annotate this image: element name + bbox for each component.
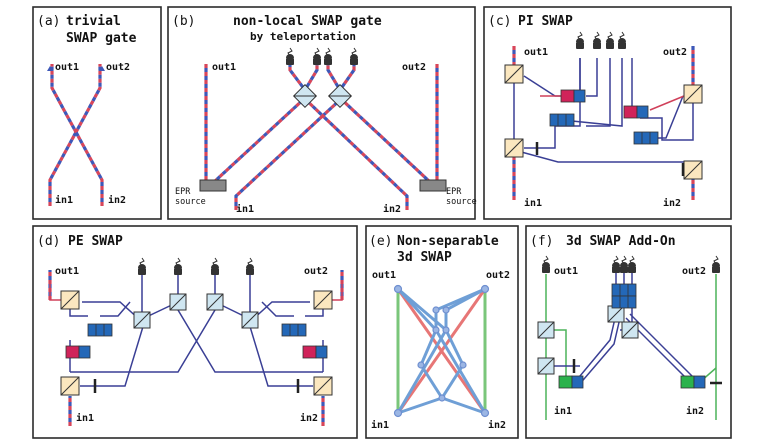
panel-e-out1-label: out1	[372, 270, 396, 281]
panel-d-waveplate-left-red	[65, 345, 91, 359]
panel-f-tag: (f)	[530, 234, 553, 249]
panel-c-out2-label: out2	[663, 47, 687, 58]
panel-c-in2-label: in2	[663, 197, 681, 209]
panel-c-splitter-out2	[683, 84, 703, 104]
panel-f-splitter-blue-2	[537, 357, 555, 375]
panel-d-frame	[32, 225, 358, 439]
panel-f-waveplate-top-1	[611, 283, 637, 297]
panel-f-splitter-blue-4	[621, 321, 639, 339]
panel-c-waveplate-4	[633, 131, 659, 145]
panel-b-in2-label: in2	[383, 203, 401, 215]
panel-a-out2-label: out2	[106, 62, 130, 73]
panel-a-fiber-2	[50, 64, 104, 206]
panel-a-in1-label: in1	[55, 194, 73, 206]
panel-c-title: PI SWAP	[518, 14, 573, 29]
panel-b-out2-label: out2	[402, 62, 426, 73]
panel-d-splitter-blue-2	[169, 293, 187, 311]
panel-a-title-line2: SWAP gate	[66, 31, 137, 46]
panel-e: (e) Non-separable 3d SWAP out1 out2 in1 …	[365, 225, 519, 439]
panel-f-waveplate-green-right	[680, 375, 706, 389]
panel-f-title: 3d SWAP Add-On	[566, 234, 676, 249]
panel-e-title-line2: 3d SWAP	[397, 250, 452, 265]
panel-b-title-line2: by teleportation	[250, 30, 356, 43]
panel-d-splitter-blue-1	[133, 311, 151, 329]
panel-f: (f) 3d SWAP Add-On out1 out2 in1 in2	[525, 225, 732, 439]
panel-b-tag: (b)	[172, 14, 195, 29]
panel-c: (c) PI SWAP out1 out2 in1 in2	[483, 6, 732, 220]
panel-a-out1-label: out1	[55, 62, 79, 73]
panel-b-epr-left-line2: source	[175, 197, 206, 207]
panel-c-splitter-in1	[504, 138, 524, 158]
panel-d-waveplate-right-red	[302, 345, 328, 359]
panel-d-splitter-blue-4	[241, 311, 259, 329]
panel-d-in2-label: in2	[300, 412, 318, 424]
panel-a-fiber-1	[48, 64, 102, 206]
panel-d-splitter-blue-3	[206, 293, 224, 311]
panel-c-tag: (c)	[488, 14, 511, 29]
panel-d-title: PE SWAP	[68, 234, 123, 249]
panel-e-in1-label: in1	[371, 419, 389, 431]
panel-c-waveplate-3	[549, 113, 575, 127]
panel-f-waveplate-green-left	[558, 375, 584, 389]
panel-f-waveplate-top-2	[611, 295, 637, 309]
panel-b-epr-right-line1: EPR	[446, 187, 462, 197]
panel-b-epr-source-left	[199, 179, 227, 192]
panel-c-wires	[512, 46, 695, 200]
panel-e-in2-label: in2	[488, 419, 506, 431]
panel-f-out2-label: out2	[682, 266, 706, 277]
panel-d-splitter-in2	[313, 376, 333, 396]
panel-d-splitter-out1	[60, 290, 80, 310]
panel-b-epr-right-line2: source	[446, 197, 477, 207]
panel-e-out2-label: out2	[486, 270, 510, 281]
panel-c-waveplate-2	[623, 105, 649, 119]
panel-f-splitter-blue-1	[537, 321, 555, 339]
panel-a-in2-label: in2	[108, 194, 126, 206]
panel-d-wires	[48, 270, 344, 426]
panel-d-out1-label: out1	[55, 266, 79, 277]
panel-d-out2-label: out2	[304, 266, 328, 277]
panel-c-waveplate-1	[560, 89, 586, 103]
panel-b-epr-source-right	[419, 179, 447, 192]
panel-d: (d) PE SWAP out1 out2 in1 in2	[32, 225, 358, 439]
panel-b: (b) non-local SWAP gate by teleportation…	[167, 6, 477, 220]
panel-f-in1-label: in1	[554, 405, 572, 417]
panel-a: (a) trivial SWAP gate out1 out2 in1 in2	[32, 6, 162, 220]
panel-e-frame	[365, 225, 519, 439]
panel-c-in1-label: in1	[524, 197, 542, 209]
panel-d-waveplate-left	[87, 323, 113, 337]
panel-a-title-line1: trivial	[66, 14, 121, 29]
panel-c-splitter-in2	[683, 160, 703, 180]
panel-c-out1-label: out1	[524, 47, 548, 58]
panel-e-nodes	[393, 284, 490, 418]
panel-d-waveplate-right	[281, 323, 307, 337]
panel-b-epr-left-line1: EPR	[175, 187, 191, 197]
panel-e-title-line1: Non-separable	[397, 234, 499, 249]
panel-f-in2-label: in2	[686, 405, 704, 417]
panel-b-out1-label: out1	[212, 62, 236, 73]
panel-d-splitter-out2	[313, 290, 333, 310]
panel-b-title-line1: non-local SWAP gate	[233, 14, 382, 29]
panel-b-in1-label: in1	[236, 203, 254, 215]
panel-a-frame	[32, 6, 162, 220]
panel-e-tag: (e)	[369, 234, 392, 249]
panel-d-splitter-in1	[60, 376, 80, 396]
panel-c-splitter-out1	[504, 64, 524, 84]
panel-d-in1-label: in1	[76, 412, 94, 424]
panel-f-out1-label: out1	[554, 266, 578, 277]
panel-d-tag: (d)	[37, 234, 60, 249]
panel-a-tag: (a)	[37, 14, 60, 29]
